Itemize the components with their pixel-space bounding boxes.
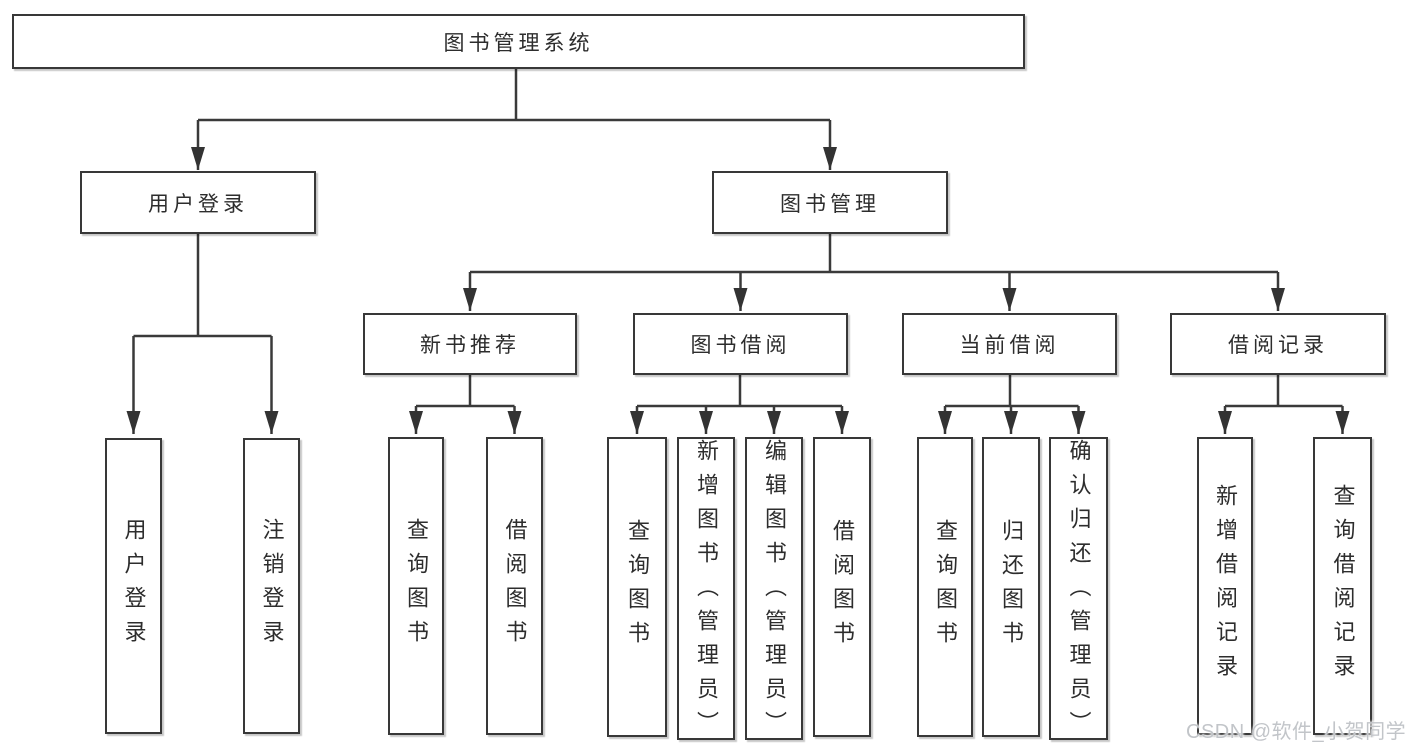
node-borrow-record: 借阅记录 — [1170, 313, 1386, 375]
node-library-system: 图书管理系统 — [12, 14, 1025, 69]
node-leaf-edit-book-admin: 编辑图书（管理员） — [745, 437, 803, 745]
node-leaf-confirm-return-admin: 确认归还（管理员） — [1049, 437, 1108, 745]
node-leaf-user-login: 用户登录 — [105, 438, 162, 734]
node-leaf-borrow-book-1: 借阅图书 — [486, 437, 543, 735]
watermark-csdn: CSDN @软件_小贺同学 — [1186, 721, 1405, 743]
node-leaf-return-book: 归还图书 — [982, 437, 1040, 737]
node-leaf-query-book-1: 查询图书 — [388, 437, 444, 735]
node-leaf-borrow-book-2: 借阅图书 — [813, 437, 871, 737]
node-user-login: 用户登录 — [80, 171, 316, 234]
node-current-borrow: 当前借阅 — [902, 313, 1117, 375]
node-leaf-query-book-3: 查询图书 — [917, 437, 973, 737]
node-leaf-add-borrow-record: 新增借阅记录 — [1197, 437, 1253, 735]
connector-trunks — [133, 69, 1343, 408]
node-leaf-query-book-2: 查询图书 — [607, 437, 667, 737]
node-leaf-query-borrow-record: 查询借阅记录 — [1313, 437, 1372, 735]
node-leaf-logout: 注销登录 — [243, 438, 300, 734]
node-book-management: 图书管理 — [712, 171, 948, 234]
node-leaf-add-book-admin: 新增图书（管理员） — [677, 437, 735, 745]
connector-arrows — [126, 120, 1350, 434]
node-new-book-recommend: 新书推荐 — [363, 313, 577, 375]
node-book-borrow: 图书借阅 — [633, 313, 848, 375]
